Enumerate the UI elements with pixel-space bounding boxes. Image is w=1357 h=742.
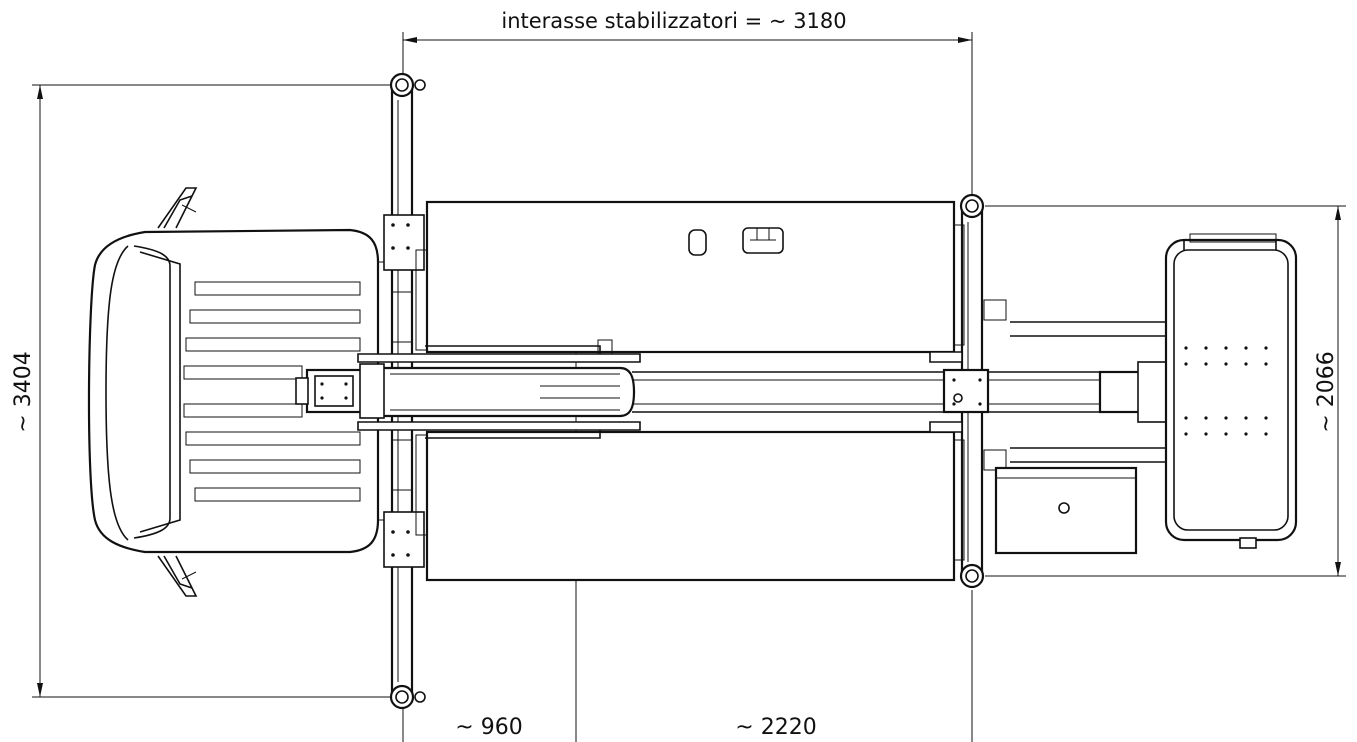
mirror-top [157,187,198,229]
rear-offset-label: ~ 2220 [735,715,816,740]
dimension-labels: interasse stabilizzatori = ~ 3180 ~ 3404… [11,9,1339,740]
stabilizer-wheelbase-label: interasse stabilizzatori = ~ 3180 [501,9,846,33]
tool-box [994,466,1138,555]
work-basket [1164,233,1298,549]
basket-floor-holes [1184,346,1268,436]
truck-cab [87,187,388,597]
cab-roof-ribs [183,281,361,502]
boom-assembly [295,321,1170,463]
front-offset-label: ~ 960 [455,715,522,740]
cargo-bed [415,200,965,582]
overall-width-label: ~ 3404 [11,351,36,432]
rear-width-label: ~ 2066 [1314,351,1339,432]
mirror-bottom [157,555,198,597]
